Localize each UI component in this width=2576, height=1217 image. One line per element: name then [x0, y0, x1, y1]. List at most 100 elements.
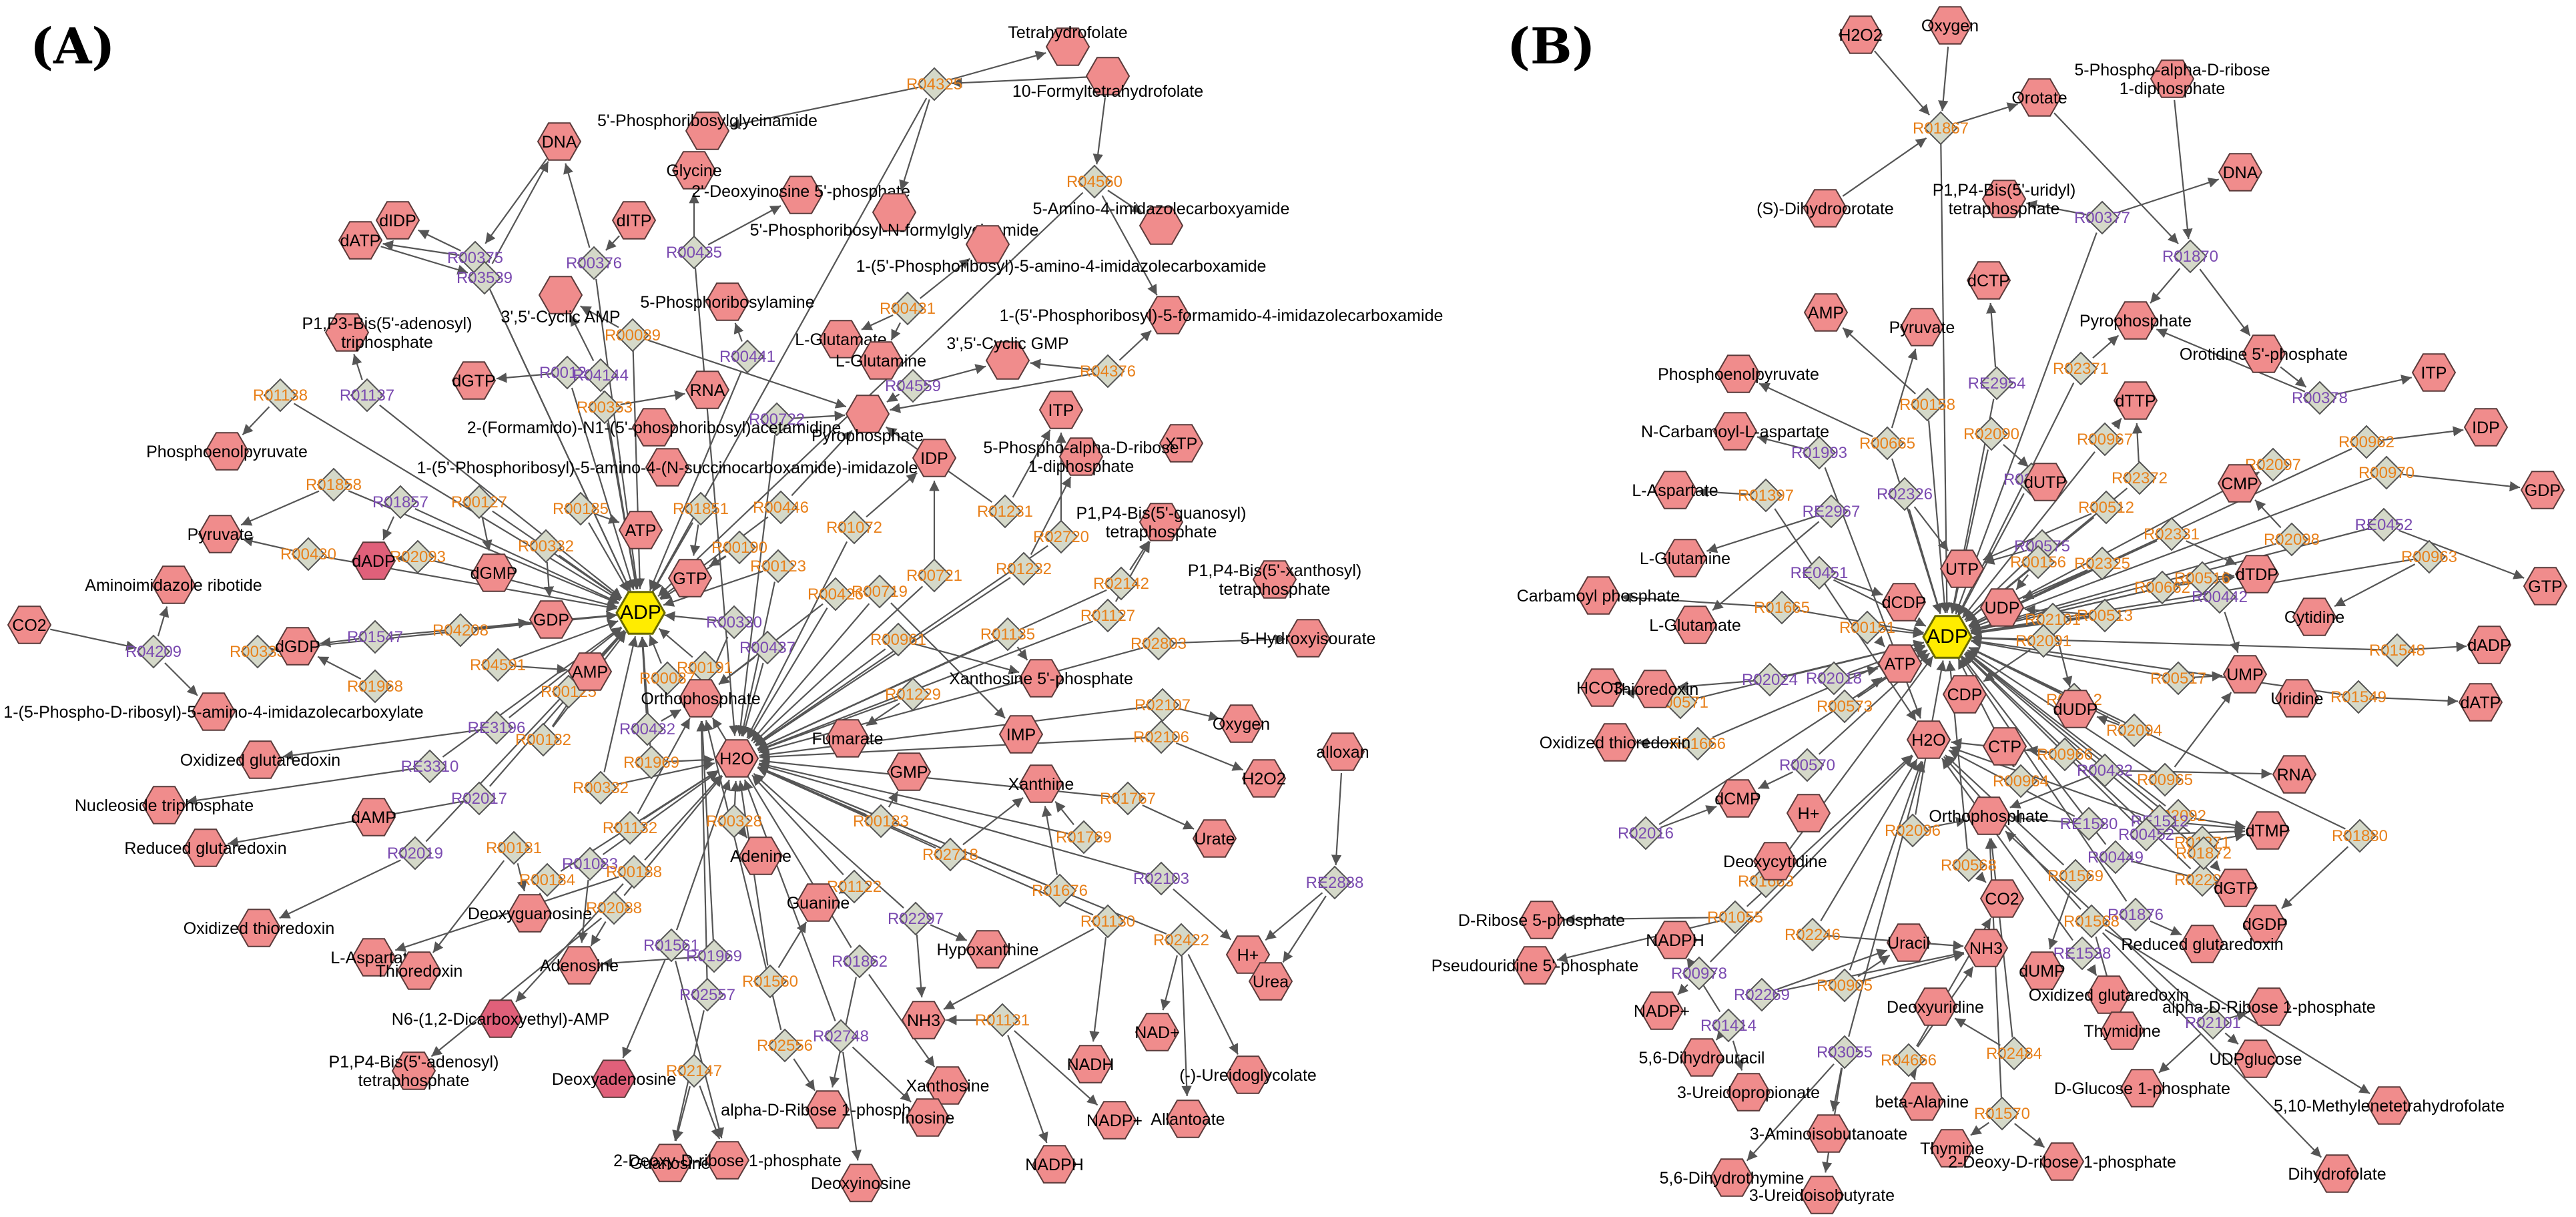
reaction-label: R00151 [1839, 619, 1895, 637]
reaction-node: R01549 [2330, 680, 2386, 714]
metabolite-hexagon [1786, 794, 1831, 832]
reaction-diamond [2085, 546, 2120, 581]
reaction-node: R00328 [706, 804, 762, 838]
network-edge [2055, 635, 2073, 688]
network-edge [1774, 508, 1917, 722]
reaction-diamond [1141, 626, 1176, 661]
metabolite-hexagon [324, 313, 370, 352]
reaction-label: R00190 [711, 539, 767, 557]
reaction-label: R01569 [2047, 867, 2104, 885]
reaction-label: R03055 [1817, 1043, 1873, 1061]
metabolite-hexagon [1712, 412, 1758, 451]
reaction-node: R02017 [451, 781, 507, 816]
reaction-label: R01232 [996, 560, 1052, 578]
reaction-diamond [717, 804, 751, 838]
metabolite-hexagon [2234, 555, 2280, 593]
network-edge [738, 581, 775, 737]
metabolite-label: 5-Amino-4-imidazolecarboxyamide [1033, 200, 1290, 218]
reaction-diamond [2118, 897, 2153, 932]
network-edge [675, 960, 724, 1139]
network-edge [282, 729, 481, 760]
network-edge [697, 720, 714, 941]
reaction-diamond [824, 1019, 858, 1053]
metabolite-hexagon [1979, 588, 2025, 627]
metabolite-hexagon [714, 739, 759, 778]
network-edge [2402, 473, 2521, 492]
reaction-diamond [530, 863, 565, 897]
metabolite-node: NADH [1067, 1045, 1114, 1083]
reaction-diamond [683, 491, 718, 526]
metabolite-hexagon [1939, 549, 1985, 588]
hub-metabolite-node: ADP [1922, 615, 1973, 659]
metabolite-node: dGDP [2242, 905, 2288, 943]
reaction-label: R00432 [619, 720, 675, 738]
network-edge [928, 364, 986, 383]
network-edge [2003, 444, 2029, 468]
reaction-label: R00184 [519, 871, 575, 889]
network-edge [513, 620, 619, 660]
reaction-diamond [730, 339, 765, 374]
reaction-label: R00964 [1993, 772, 2049, 790]
network-edge [509, 627, 623, 718]
metabolite-node: Deoxyinosine [811, 1164, 911, 1202]
reaction-diamond [1164, 923, 1199, 957]
reaction-label: RE0451 [1791, 564, 1849, 582]
network-edge [1660, 805, 1717, 828]
metabolite-label: 1-(5'-Phosphoribosyl)-5-amino-4-imidazol… [856, 257, 1267, 276]
network-edge [50, 628, 137, 651]
reaction-diamond [573, 846, 607, 881]
network-edge [2132, 423, 2143, 463]
reaction-diamond [480, 648, 515, 682]
reaction-diamond [2071, 806, 2106, 841]
reaction-node: R00426 [808, 577, 864, 612]
reaction-label: R00332 [518, 537, 574, 555]
network-edge [577, 879, 589, 943]
network-edge [743, 779, 836, 1021]
network-edge [228, 800, 464, 847]
network-edge [2374, 696, 2459, 706]
network-edge [164, 662, 198, 696]
metabolite-node: dTMP [2246, 811, 2290, 850]
reaction-label: R01867 [1913, 119, 1969, 138]
network-edge [1873, 50, 1930, 116]
metabolite-label: 1-(5'-Phosphoribosyl)-5-formamido-4-imid… [1000, 306, 1443, 325]
network-edge [2150, 268, 2181, 304]
reaction-diamond [1795, 917, 1830, 952]
network-edge [1178, 708, 1220, 722]
metabolite-label: dIDP [379, 212, 416, 230]
metabolite-hexagon [1982, 727, 2027, 766]
metabolite-node: XTP [1159, 424, 1204, 463]
network-edge [1101, 195, 1158, 296]
reaction-diamond [1718, 900, 1752, 935]
reaction-node: R02103 [1133, 861, 1189, 896]
network-edge [793, 1058, 816, 1091]
network-edge [1859, 951, 1965, 982]
reaction-label: R00430 [280, 545, 336, 563]
metabolite-hexagon [998, 715, 1044, 754]
reaction-node: R01867 [1913, 111, 1969, 146]
network-edge [735, 435, 776, 736]
metabolite-label: 5,6-Dihydrouracil [1639, 1049, 1765, 1067]
reaction-diamond [1979, 366, 2014, 401]
network-edge [1842, 137, 1927, 197]
metabolite-node: Thymine [1920, 1129, 1984, 1168]
network-edge [1940, 144, 1952, 614]
network-edge [1830, 1067, 1843, 1112]
reaction-label: R02422 [1153, 931, 1209, 949]
network-edge [661, 708, 682, 722]
network-edge [2335, 375, 2412, 395]
reaction-node: R00962 [2338, 425, 2394, 459]
reaction-node: R01137 [340, 378, 394, 413]
reaction-node: R02024 [1742, 662, 1798, 697]
metabolite-hexagon [1899, 308, 1945, 346]
reaction-label: R00328 [706, 812, 762, 830]
metabolite-label: dGDP [2242, 915, 2288, 934]
metabolite-label: dCDP [1882, 593, 1927, 612]
reaction-diamond [400, 539, 435, 574]
reaction-diamond [864, 804, 898, 838]
metabolite-label: P1,P4-Bis(5'-adenosyl)tetraphosphate [329, 1053, 499, 1090]
metabolite-node: dITP [611, 201, 657, 240]
metabolite-label: 5-Phosphoribosylamine [640, 293, 814, 312]
metabolite-label: Carbamoyl phosphate [1517, 587, 1680, 605]
metabolite-label: 2'-Deoxyinosine 5'-phosphate [691, 182, 910, 201]
